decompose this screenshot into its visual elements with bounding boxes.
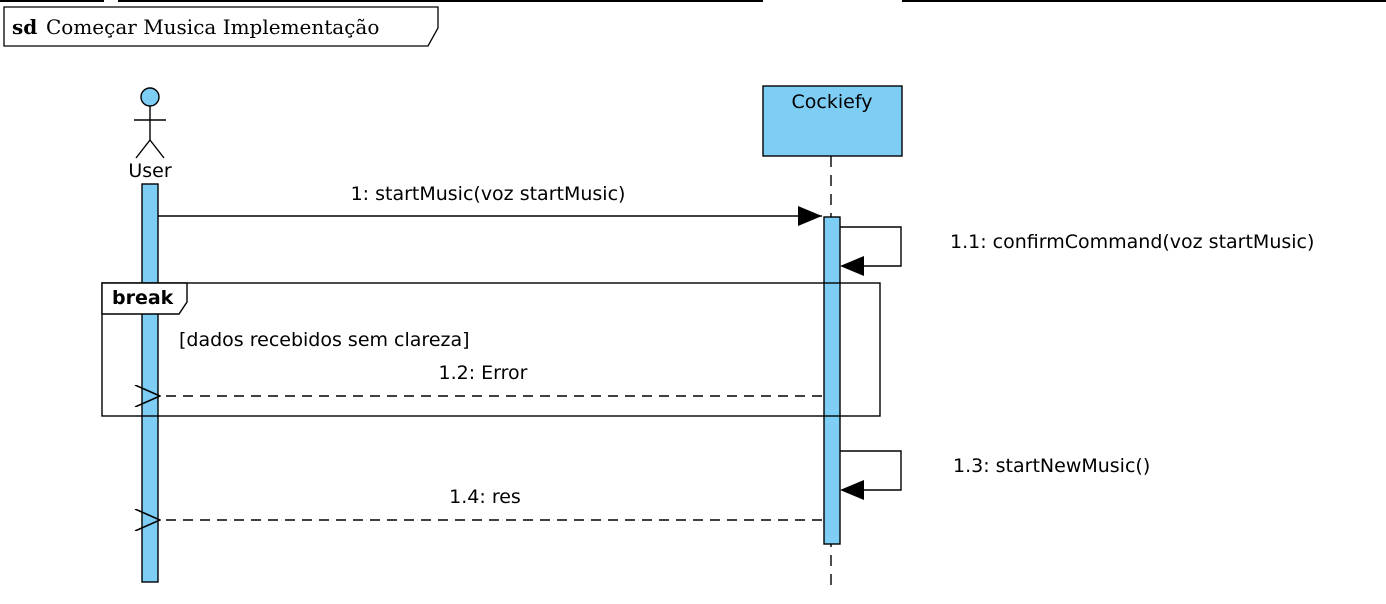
frame-title: Começar Musica Implementação bbox=[46, 15, 379, 39]
fragment-operator: break bbox=[112, 287, 174, 309]
activation-bar-user bbox=[141, 183, 159, 583]
fragment-guard: [dados recebidos sem clareza] bbox=[179, 329, 470, 351]
actor-user[interactable]: User bbox=[128, 87, 172, 182]
object-cockiefy[interactable]: Cockiefy bbox=[762, 85, 903, 157]
frame-tab: sd Começar Musica Implementação bbox=[3, 6, 439, 47]
message-label: 1.3: startNewMusic() bbox=[953, 455, 1150, 477]
message-label: 1.2: Error bbox=[439, 362, 528, 384]
message-1-2[interactable]: 1.2: Error bbox=[160, 362, 822, 396]
message-1-3[interactable]: 1.3: startNewMusic() bbox=[840, 450, 1150, 500]
message-label: 1.1: confirmCommand(voz startMusic) bbox=[950, 231, 1314, 253]
message-1[interactable]: 1: startMusic(voz startMusic) bbox=[158, 183, 822, 226]
fragment-break: break [dados recebidos sem clareza] bbox=[101, 282, 881, 417]
top-edge bbox=[0, 0, 1386, 2]
message-1-1[interactable]: 1.1: confirmCommand(voz startMusic) bbox=[840, 226, 1314, 276]
lifeline-label-user: User bbox=[128, 160, 171, 182]
lifeline-label-cockiefy: Cockiefy bbox=[792, 91, 873, 113]
activation-bar-cockiefy bbox=[823, 216, 841, 545]
actor-head-icon bbox=[140, 87, 160, 107]
message-label: 1: startMusic(voz startMusic) bbox=[351, 183, 626, 205]
message-label: 1.4: res bbox=[449, 486, 521, 508]
message-1-4[interactable]: 1.4: res bbox=[160, 486, 822, 520]
frame-keyword: sd bbox=[12, 15, 37, 39]
